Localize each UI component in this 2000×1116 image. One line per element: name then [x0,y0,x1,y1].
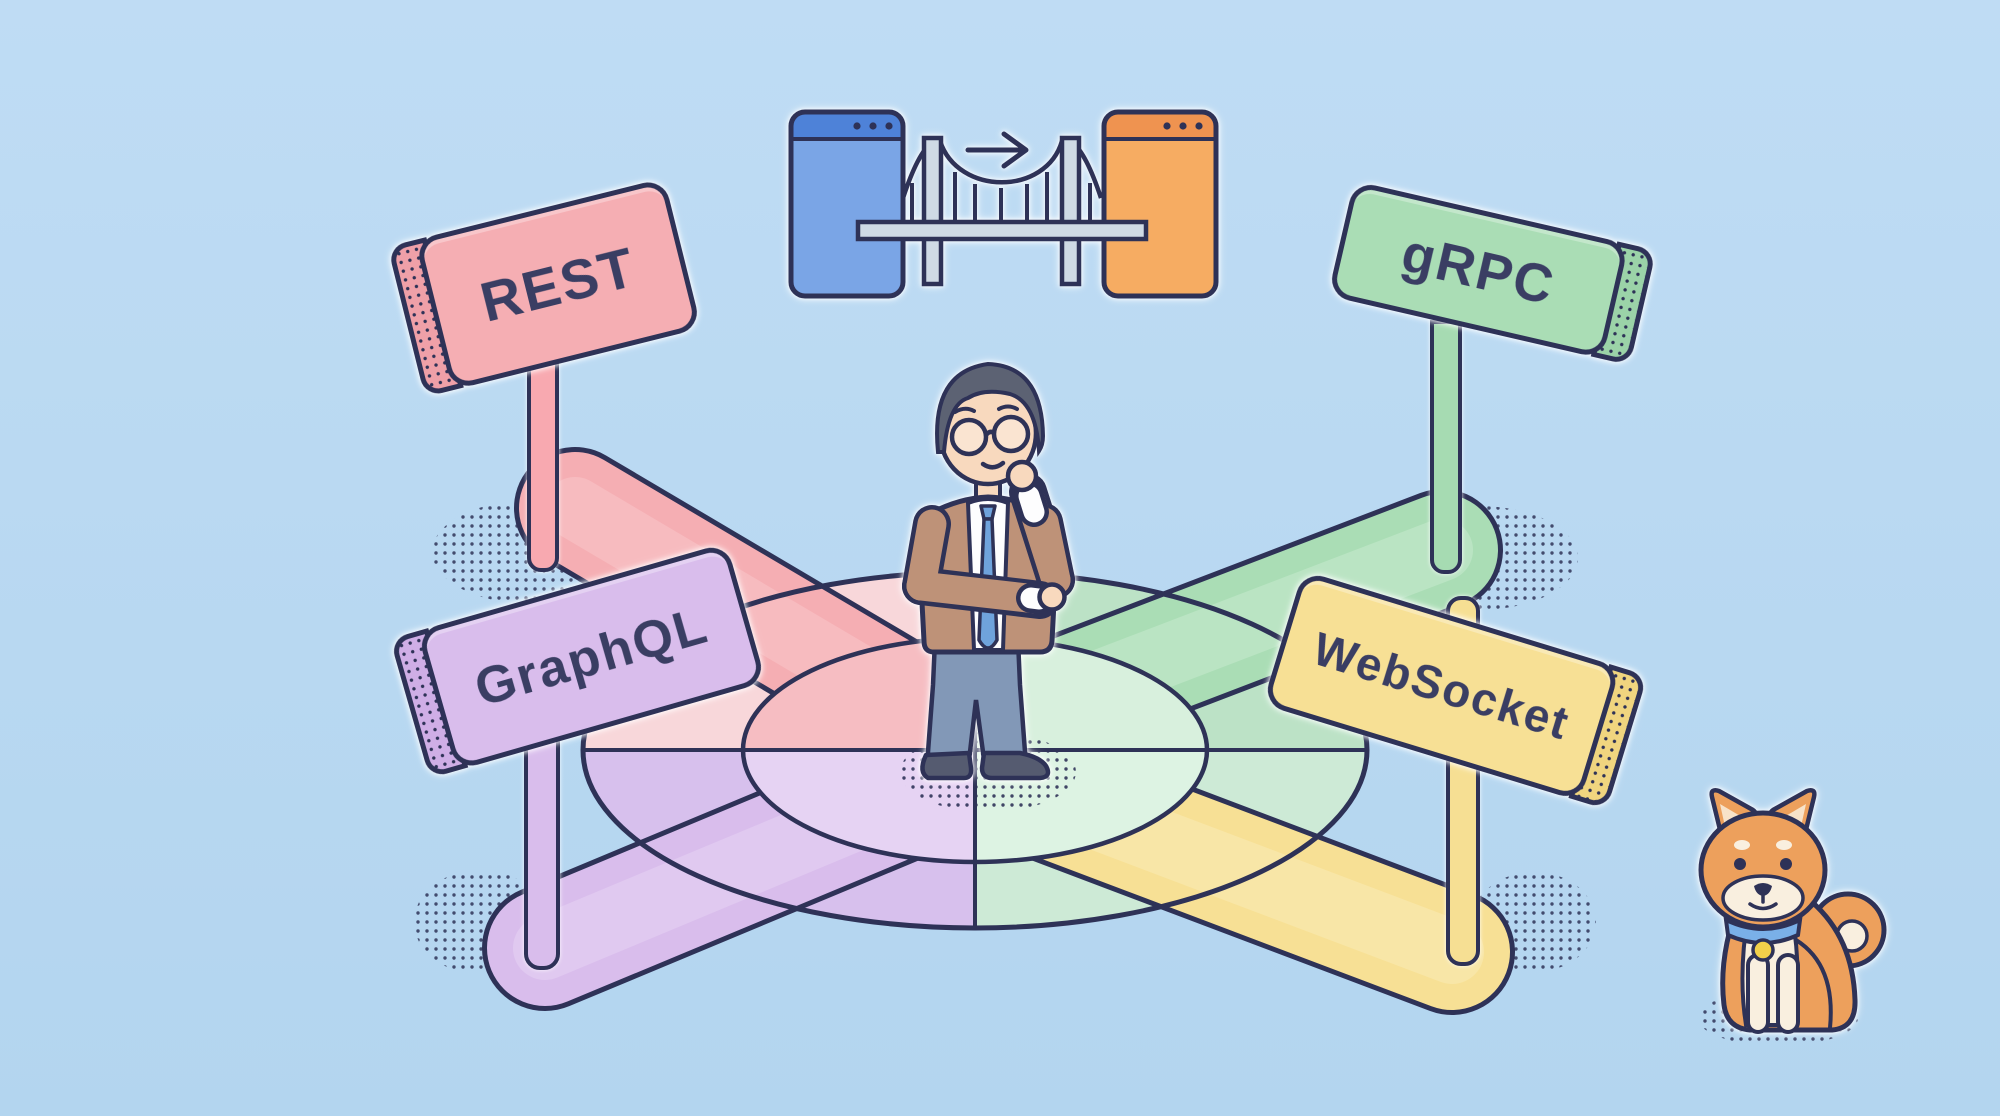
dog-eye-left [1734,858,1746,870]
right-app-window [1101,109,1219,299]
sign-grpc-label: gRPC [1396,223,1561,317]
sign-post-grpc [1430,320,1462,574]
developer-shoes [920,750,1051,781]
left-app-header [793,114,901,139]
sign-rest-label: REST [474,234,643,334]
developer-hand-elbow [1037,582,1067,612]
dog-haunch-line [1794,938,1833,1029]
dog-mouth [1748,894,1778,911]
sign-graphql-label: GraphQL [468,595,715,718]
glasses-icon [949,414,1031,457]
sign-post-rest [527,340,559,572]
bridge-deck [855,219,1149,242]
bridge-tower-left [921,135,944,287]
bridge-illustration [788,109,1219,299]
developer-raised-arm [1005,459,1075,599]
dog-collar [1723,916,1803,945]
bridge-tower-right [1059,135,1082,287]
dog-front-legs [1746,953,1800,1034]
shiba-dog-character [1698,788,1887,1034]
right-window-dots-icon [1163,122,1203,130]
dog-eye-right [1780,858,1792,870]
developer-hair [935,361,1046,458]
developer-character [902,361,1075,781]
dog-collar-tag [1751,938,1775,962]
suspension-bridge-icon [855,135,1149,287]
arrow-right-icon [965,131,1029,169]
developer-head [935,361,1046,487]
dog-nose [1754,883,1772,896]
disc-quadrant-top-right [975,638,1207,750]
developer-smile [980,460,1006,470]
disc-quadrant-top-left [743,638,975,750]
left-app-window [788,109,906,299]
right-app-header [1106,114,1214,139]
developer-crossed-arm [902,505,1067,619]
left-window-dots-icon [853,122,893,130]
developer-hand-chin [1005,459,1039,493]
dog-head [1698,810,1828,930]
developer-eyebrows [953,404,1019,414]
